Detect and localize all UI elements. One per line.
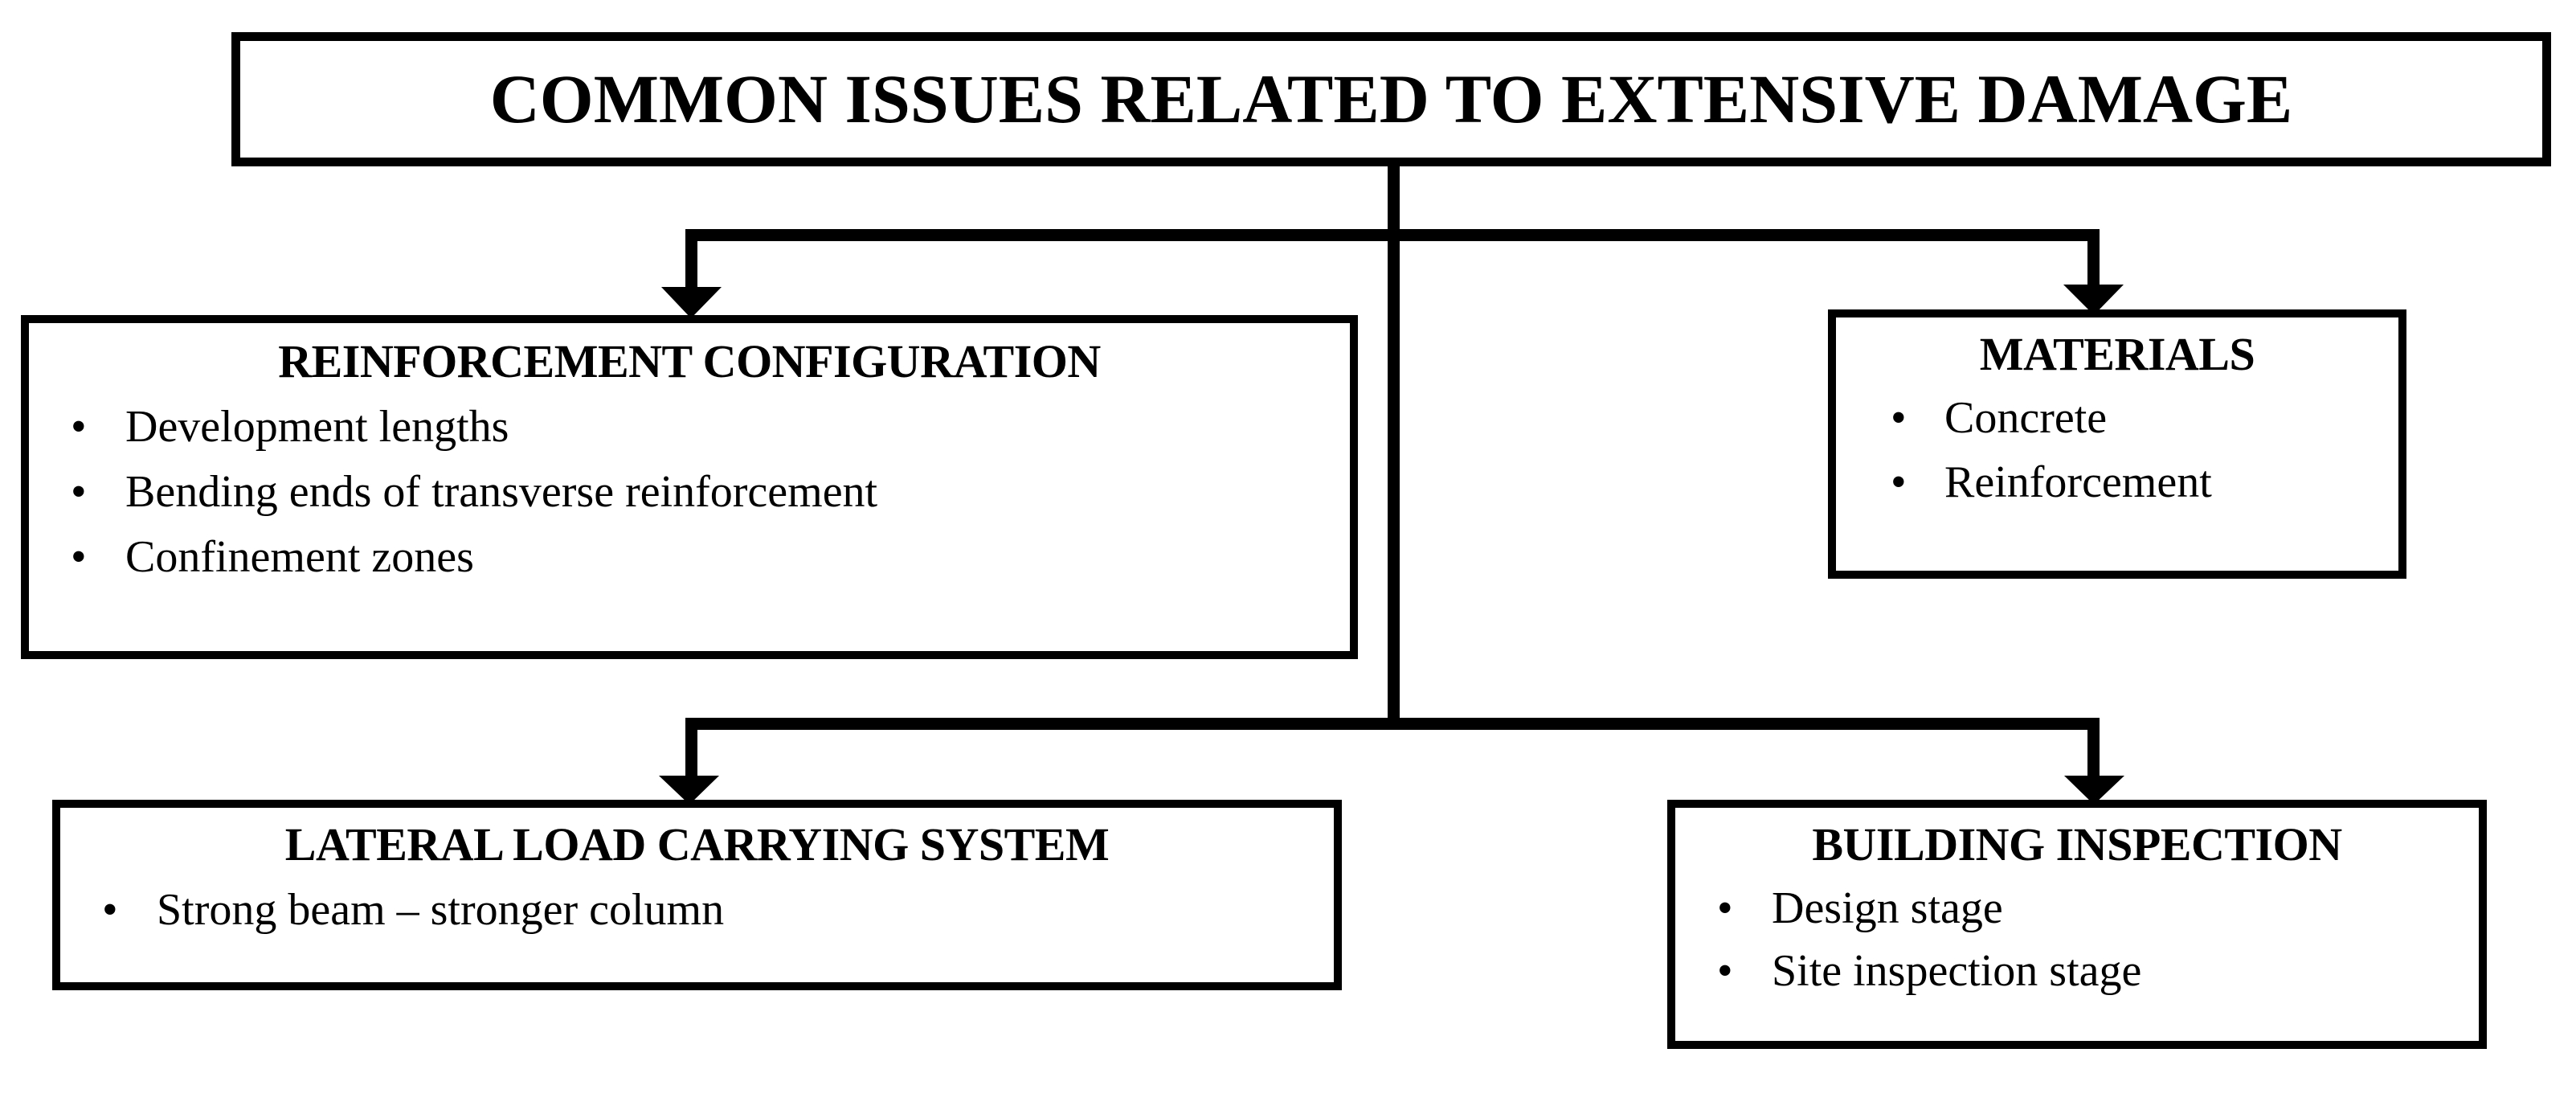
bullet-icon: • [71,531,87,582]
list-item-label: Strong beam – stronger column [157,884,725,935]
connector-bar-upper [685,229,2100,241]
bullet-icon: • [1717,945,1733,996]
connector-drop-right-lower [2087,718,2100,778]
node-lateral-load-carrying-system[interactable]: LATERAL LOAD CARRYING SYSTEM • Strong be… [52,800,1342,990]
node-root-title: COMMON ISSUES RELATED TO EXTENSIVE DAMAG… [489,60,2293,138]
bullet-icon: • [1891,457,1907,507]
list-item: • Reinforcement [1836,460,2398,505]
node-lateral-bullet-list: • Strong beam – stronger column [60,887,1334,932]
list-item: • Confinement zones [29,535,1350,580]
list-item: • Site inspection stage [1675,948,2479,993]
list-item: • Development lengths [29,404,1350,449]
node-reinforcement-configuration[interactable]: REINFORCEMENT CONFIGURATION • Developmen… [21,315,1358,659]
node-root-common-issues[interactable]: COMMON ISSUES RELATED TO EXTENSIVE DAMAG… [231,32,2551,166]
connector-drop-left-lower [685,718,697,778]
bullet-icon: • [1717,883,1733,933]
node-reinforcement-title: REINFORCEMENT CONFIGURATION [278,335,1101,387]
node-materials[interactable]: MATERIALS • Concrete • Reinforcement [1828,309,2406,579]
list-item-label: Bending ends of transverse reinforcement [125,466,878,517]
list-item-label: Development lengths [125,401,509,452]
node-reinforcement-bullet-list: • Development lengths • Bending ends of … [29,404,1350,580]
connector-bar-lower [685,718,2100,730]
bullet-icon: • [1891,392,1907,443]
node-building-inspection[interactable]: BUILDING INSPECTION • Design stage • Sit… [1667,800,2487,1049]
list-item: • Design stage [1675,886,2479,931]
bullet-icon: • [71,401,87,452]
list-item-label: Site inspection stage [1772,945,2142,996]
node-lateral-title: LATERAL LOAD CARRYING SYSTEM [284,818,1110,870]
bullet-icon: • [102,884,118,935]
list-item-label: Reinforcement [1944,457,2212,507]
arrowhead-to-reinforcement [661,287,722,318]
bullet-icon: • [71,466,87,517]
list-item-label: Concrete [1944,392,2108,443]
list-item: • Bending ends of transverse reinforceme… [29,469,1350,514]
node-materials-bullet-list: • Concrete • Reinforcement [1836,395,2398,505]
list-item: • Strong beam – stronger column [60,887,1334,932]
list-item: • Concrete [1836,395,2398,440]
node-inspection-title: BUILDING INSPECTION [1812,818,2342,870]
connector-drop-right-upper [2087,229,2100,287]
node-materials-title: MATERIALS [1979,328,2255,380]
list-item-label: Confinement zones [125,531,474,582]
node-inspection-bullet-list: • Design stage • Site inspection stage [1675,886,2479,993]
list-item-label: Design stage [1772,883,2003,933]
connector-stem-vertical [1388,161,1400,730]
connector-drop-left-upper [685,229,697,289]
